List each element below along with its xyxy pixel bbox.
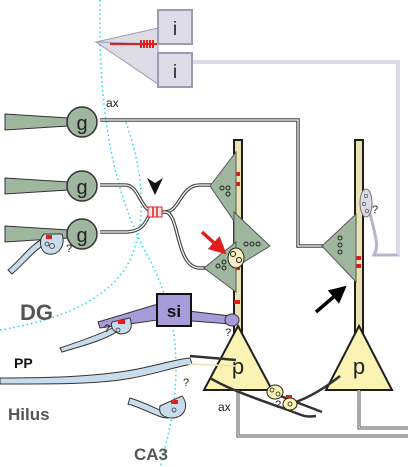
question-mark-pp: ? bbox=[104, 323, 110, 335]
interneuron-body-2 bbox=[157, 52, 193, 88]
region-label-ca3: CA3 bbox=[134, 445, 168, 464]
question-mark-dg: ? bbox=[66, 243, 72, 255]
granule-label-2: g bbox=[76, 177, 87, 199]
interneuron-cell-pair: i i bbox=[94, 9, 193, 88]
question-mark-terminal: ? bbox=[372, 204, 378, 216]
interneuron-axon-inner bbox=[188, 61, 399, 255]
granule-cell-1: g bbox=[4, 106, 98, 138]
interneuron-terminal: ? bbox=[359, 188, 378, 218]
mossy-dendrite-dg: ? bbox=[7, 233, 72, 275]
region-label-dg: DG bbox=[20, 300, 53, 325]
granule-label-1: g bbox=[76, 113, 87, 135]
granule-axons bbox=[100, 118, 323, 270]
pyramidal-label-2: p bbox=[353, 354, 365, 379]
question-mark-recurrent: ? bbox=[275, 399, 281, 411]
mossy-terminal-upper bbox=[209, 150, 237, 226]
granule-cell-3: g bbox=[4, 218, 98, 250]
granule-label-3: g bbox=[76, 225, 87, 247]
black-arrow-icon bbox=[314, 285, 347, 314]
perforant-path-fibers: ? ? bbox=[0, 317, 193, 419]
red-arrow-icon bbox=[200, 230, 227, 255]
question-mark-hilus: ? bbox=[183, 377, 189, 389]
granule-cell-2: g bbox=[4, 170, 98, 202]
recurrent-synapse: ? bbox=[266, 384, 298, 411]
interneuron-body-1 bbox=[157, 9, 193, 45]
arrowhead-icon bbox=[147, 178, 163, 195]
interneuron-label-2: i bbox=[173, 62, 177, 83]
axon-label-top: ax bbox=[106, 96, 119, 110]
axon-synapse-marker bbox=[147, 206, 163, 218]
interneuron-axon bbox=[188, 60, 400, 257]
region-label-pp: PP bbox=[14, 355, 33, 371]
question-mark-si: ? bbox=[225, 327, 231, 339]
axon-label-bottom: ax bbox=[218, 400, 231, 414]
si-label: si bbox=[167, 302, 181, 321]
thorny-excrescence bbox=[227, 247, 245, 269]
mossy-terminal-right bbox=[321, 212, 357, 284]
interneuron-label-1: i bbox=[173, 19, 177, 40]
region-label-hilus: Hilus bbox=[8, 405, 50, 424]
sublayer-interneuron: si ? bbox=[97, 293, 240, 339]
